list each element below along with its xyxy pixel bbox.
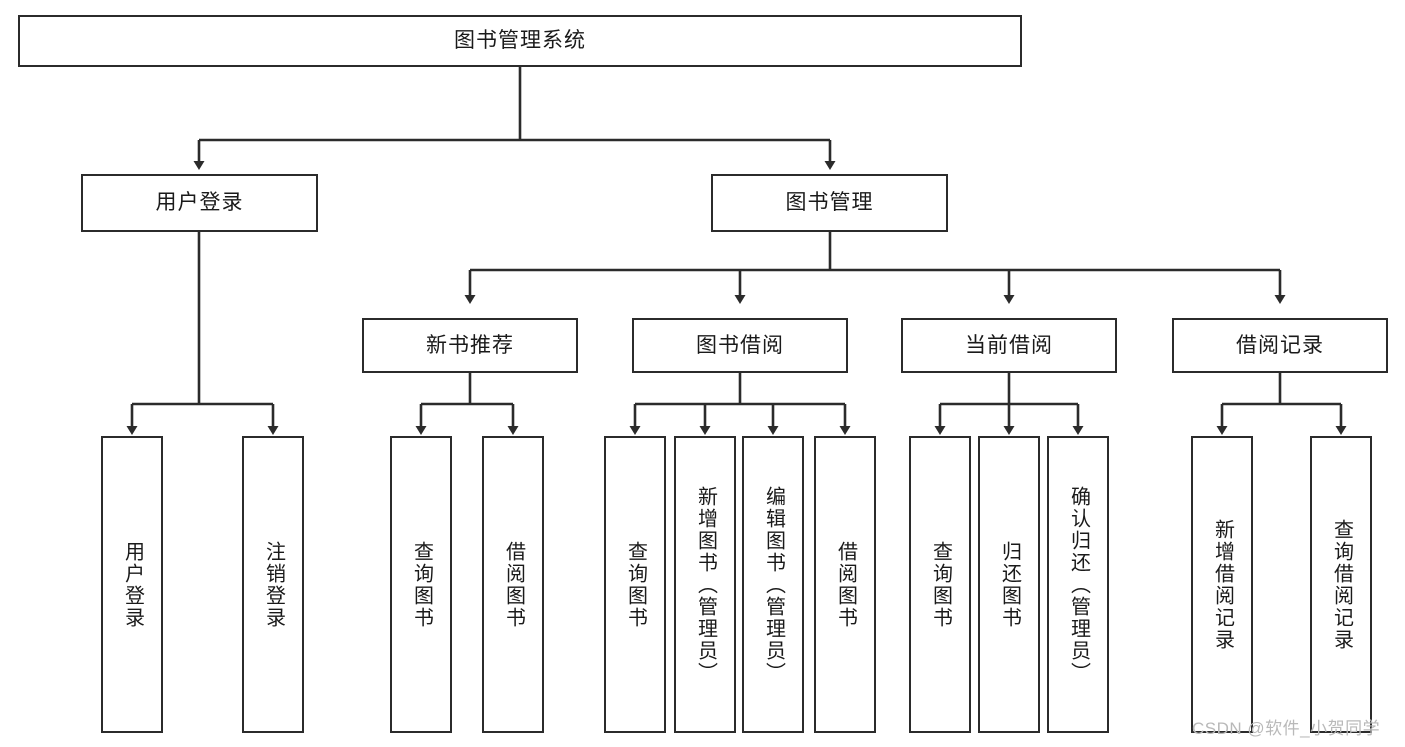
node-label: 当前借阅: [965, 333, 1053, 357]
node-label: 借阅图书: [834, 540, 857, 629]
node-label: 编辑图书（管理员）: [762, 485, 785, 684]
node-borrow-record[interactable]: 借阅记录: [1172, 318, 1388, 373]
leaf-record-query-borrow-record[interactable]: 查询借阅记录: [1310, 436, 1372, 733]
node-label: 查询图书: [929, 540, 952, 629]
leaf-borrow-add-book-admin[interactable]: 新增图书（管理员）: [674, 436, 736, 733]
leaf-current-confirm-return-admin[interactable]: 确认归还（管理员）: [1047, 436, 1109, 733]
node-label: 确认归还（管理员）: [1067, 485, 1090, 684]
leaf-borrow-query-book[interactable]: 查询图书: [604, 436, 666, 733]
node-label: 用户登录: [155, 191, 244, 215]
leaf-current-query-book[interactable]: 查询图书: [909, 436, 971, 733]
node-label: 新增图书（管理员）: [694, 485, 717, 684]
node-label: 查询图书: [410, 540, 433, 629]
node-label: 用户登录: [121, 540, 144, 629]
leaf-new-book-borrow[interactable]: 借阅图书: [482, 436, 544, 733]
node-label: 新书推荐: [426, 333, 514, 357]
node-label: 借阅图书: [502, 540, 525, 629]
node-label: 图书管理系统: [454, 29, 586, 53]
node-book-management[interactable]: 图书管理: [711, 174, 948, 232]
node-label: 查询图书: [624, 540, 647, 629]
node-label: 归还图书: [998, 540, 1021, 629]
leaf-record-add-borrow-record[interactable]: 新增借阅记录: [1191, 436, 1253, 733]
node-user-login[interactable]: 用户登录: [81, 174, 318, 232]
leaf-borrow-borrow-book[interactable]: 借阅图书: [814, 436, 876, 733]
node-label: 图书借阅: [696, 333, 784, 357]
node-label: 查询借阅记录: [1330, 518, 1353, 651]
leaf-new-book-query[interactable]: 查询图书: [390, 436, 452, 733]
node-book-borrow[interactable]: 图书借阅: [632, 318, 848, 373]
leaf-borrow-edit-book-admin[interactable]: 编辑图书（管理员）: [742, 436, 804, 733]
leaf-user-login-logout[interactable]: 注销登录: [242, 436, 304, 733]
node-label: 借阅记录: [1236, 333, 1324, 357]
node-label: 图书管理: [785, 191, 874, 215]
node-root-book-management-system[interactable]: 图书管理系统: [18, 15, 1022, 67]
leaf-user-login-login[interactable]: 用户登录: [101, 436, 163, 733]
node-current-borrow[interactable]: 当前借阅: [901, 318, 1117, 373]
node-label: 注销登录: [262, 540, 285, 629]
csdn-watermark: CSDN @软件_小贺同学: [1192, 719, 1381, 738]
leaf-current-return-book[interactable]: 归还图书: [978, 436, 1040, 733]
node-new-book-recommend[interactable]: 新书推荐: [362, 318, 578, 373]
node-label: 新增借阅记录: [1211, 518, 1234, 651]
